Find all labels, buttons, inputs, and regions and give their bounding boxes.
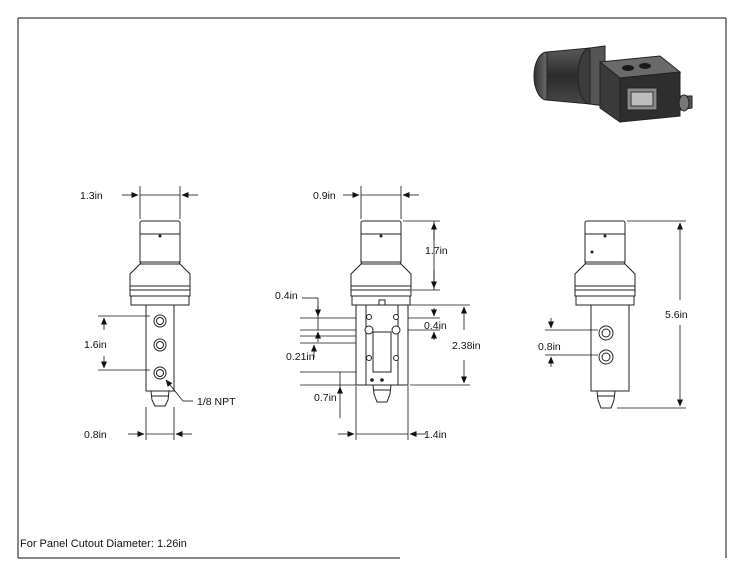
side-body-height-label: 2.38in: [452, 340, 481, 352]
side-bottom-offset-label: 0.7in: [314, 392, 337, 404]
side-left-offset-label: 0.4in: [275, 290, 298, 302]
side-body-width-label: 1.4in: [424, 429, 447, 441]
front-port-spacing-label: 1.6in: [84, 339, 107, 351]
isometric-render: [533, 45, 693, 123]
side-slot-offset-label: 0.21in: [286, 351, 315, 363]
front-width-top-label: 1.3in: [80, 190, 103, 202]
rear-overall-height-label: 5.6in: [665, 309, 688, 321]
side-view: [350, 220, 412, 403]
side-view-dimensions: [300, 186, 470, 440]
rear-port-spacing-label: 0.8in: [538, 341, 561, 353]
front-view-dimensions: [98, 186, 198, 440]
port-callout-label: 1/8 NPT: [197, 396, 236, 408]
panel-cutout-note: For Panel Cutout Diameter: 1.26in: [20, 538, 187, 550]
rear-view: [574, 220, 636, 409]
side-width-top-label: 0.9in: [313, 190, 336, 202]
front-view: [129, 220, 191, 407]
side-cap-height-label: 1.7in: [425, 245, 448, 257]
sheet-border: [17, 17, 727, 559]
rear-view-dimensions: [545, 220, 686, 409]
side-right-offset-label: 0.4in: [424, 320, 447, 332]
front-width-bottom-label: 0.8in: [84, 429, 107, 441]
